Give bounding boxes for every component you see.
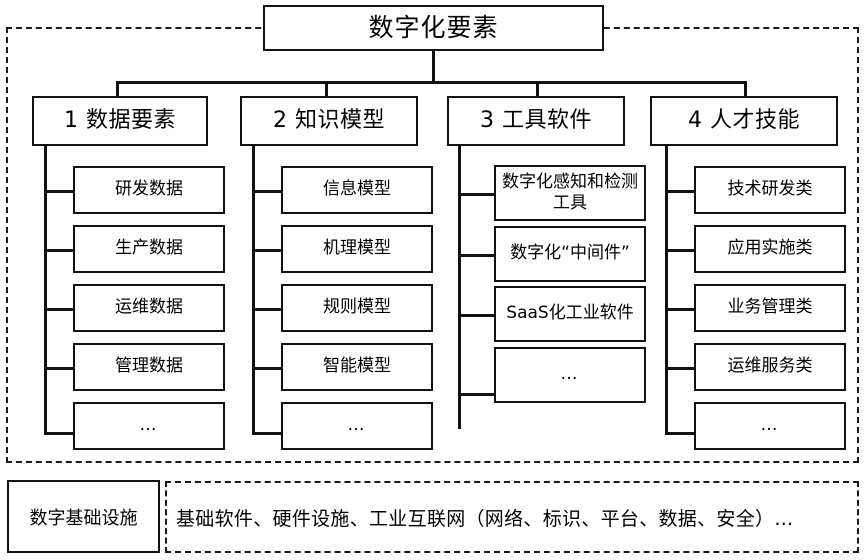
connector-spine-column-4 [665, 144, 668, 434]
leaf-node-3-3[interactable]: SaaS化工业软件 [494, 286, 646, 342]
leaf-node-4-5[interactable]: … [694, 402, 846, 450]
connector-bus-to-category-4 [744, 81, 747, 98]
connector-spine-column-3 [458, 144, 461, 429]
leaf-node-3-4[interactable]: … [494, 347, 646, 403]
connector-stub-1-1 [44, 190, 74, 193]
leaf-node-3-1[interactable]: 数字化感知和检测工具 [494, 165, 646, 221]
connector-stub-3-1 [458, 193, 496, 196]
category-header-4[interactable]: 4 人才技能 [650, 96, 838, 146]
connector-stub-4-2 [665, 249, 695, 252]
infrastructure-label-box[interactable]: 数字基础设施 [7, 480, 160, 553]
infrastructure-description: 基础软件、硬件设施、工业互联网（网络、标识、平台、数据、安全）… [176, 507, 794, 530]
leaf-node-3-2[interactable]: 数字化“中间件” [494, 226, 646, 282]
connector-bus-to-category-1 [116, 81, 119, 98]
category-header-1[interactable]: 1 数据要素 [32, 96, 208, 146]
connector-stub-4-4 [665, 367, 695, 370]
leaf-node-1-2[interactable]: 生产数据 [73, 225, 225, 273]
connector-root-stem [432, 51, 435, 83]
connector-stub-4-3 [665, 308, 695, 311]
connector-spine-column-1 [44, 144, 47, 434]
category-header-2[interactable]: 2 知识模型 [240, 96, 418, 146]
leaf-node-1-3[interactable]: 运维数据 [73, 284, 225, 332]
connector-stub-1-5 [44, 432, 74, 435]
leaf-node-2-1[interactable]: 信息模型 [281, 166, 433, 214]
connector-stub-1-3 [44, 308, 74, 311]
leaf-node-1-4[interactable]: 管理数据 [73, 343, 225, 391]
connector-stub-1-2 [44, 249, 74, 252]
connector-stub-3-4 [458, 393, 496, 396]
leaf-node-2-4[interactable]: 智能模型 [281, 343, 433, 391]
leaf-node-1-1[interactable]: 研发数据 [73, 166, 225, 214]
connector-bus-to-category-3 [536, 81, 539, 98]
connector-stub-2-3 [252, 308, 282, 311]
connector-horizontal-bus [116, 81, 746, 84]
connector-stub-2-1 [252, 190, 282, 193]
infrastructure-dashed-region [165, 481, 859, 553]
leaf-node-4-1[interactable]: 技术研发类 [694, 166, 846, 214]
connector-stub-3-3 [458, 314, 496, 317]
connector-bus-to-category-2 [325, 81, 328, 98]
leaf-node-2-3[interactable]: 规则模型 [281, 284, 433, 332]
connector-spine-column-2 [252, 144, 255, 434]
leaf-node-2-5[interactable]: … [281, 402, 433, 450]
connector-stub-2-4 [252, 367, 282, 370]
connector-stub-3-2 [458, 254, 496, 257]
connector-stub-1-4 [44, 367, 74, 370]
root-node[interactable]: 数字化要素 [263, 5, 604, 51]
connector-stub-4-1 [665, 190, 695, 193]
leaf-node-4-2[interactable]: 应用实施类 [694, 225, 846, 273]
category-header-3[interactable]: 3 工具软件 [447, 96, 625, 146]
leaf-node-4-3[interactable]: 业务管理类 [694, 284, 846, 332]
leaf-node-1-5[interactable]: … [73, 402, 225, 450]
leaf-node-4-4[interactable]: 运维服务类 [694, 343, 846, 391]
connector-stub-2-2 [252, 249, 282, 252]
connector-stub-2-5 [252, 432, 282, 435]
connector-stub-4-5 [665, 432, 695, 435]
leaf-node-2-2[interactable]: 机理模型 [281, 225, 433, 273]
